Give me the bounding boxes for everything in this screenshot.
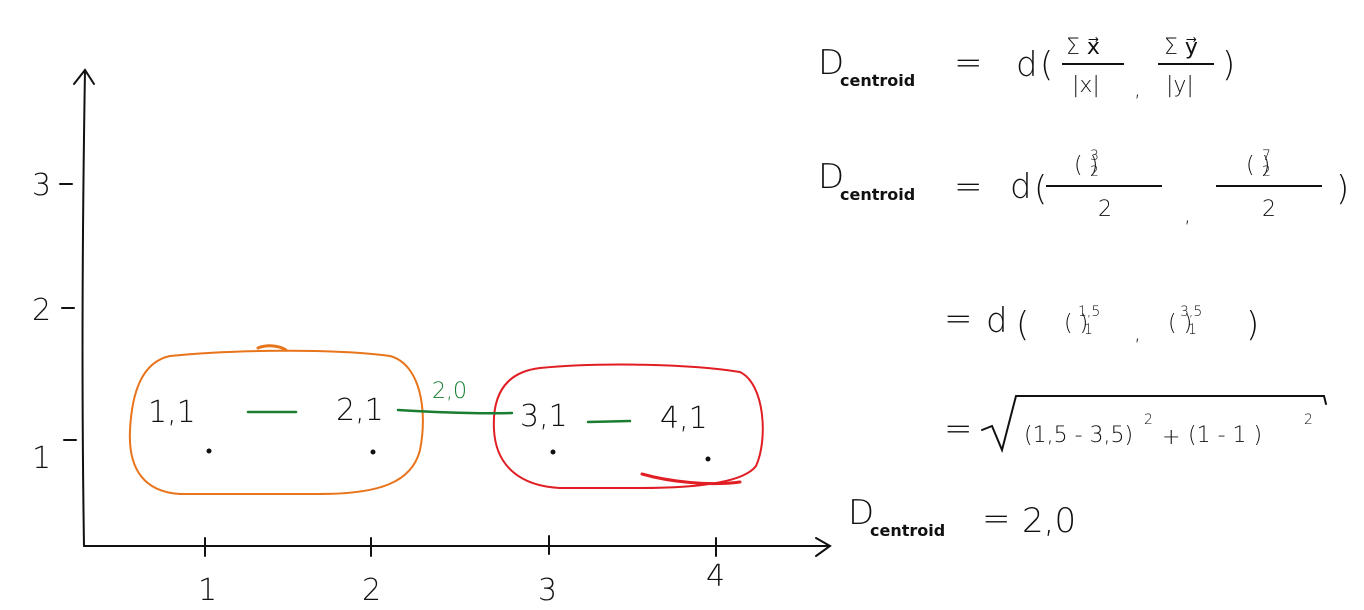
eq2-lhs: D bbox=[818, 157, 844, 197]
eq4-plus: + bbox=[1162, 425, 1180, 450]
eq3-vec-a-paren: ( ) bbox=[1064, 311, 1088, 336]
eq2-vec-b-top: 7 bbox=[1262, 148, 1271, 164]
point-label-1: 1,1 bbox=[148, 395, 196, 430]
eq2-vec-a-paren: ( ) bbox=[1074, 153, 1098, 178]
eq3-vec-b-top: 3,5 bbox=[1180, 304, 1202, 320]
eq1-den-b: |y| bbox=[1166, 73, 1194, 98]
eq3-equals: = bbox=[944, 299, 973, 339]
point-label-3: 3,1 bbox=[520, 399, 568, 434]
eq3-fn: d bbox=[986, 301, 1008, 341]
eq2-vec-a-top: 3 bbox=[1090, 148, 1099, 164]
y-tick-label-1: 1 bbox=[32, 441, 51, 476]
cluster-a-stroke-mark bbox=[256, 344, 288, 352]
eq1-sep: , bbox=[1134, 77, 1141, 102]
eq1-close-paren: ) bbox=[1222, 45, 1235, 85]
eq3-sep: , bbox=[1134, 321, 1141, 346]
y-axis bbox=[81, 69, 86, 547]
link-2-3 bbox=[396, 408, 514, 415]
point-label-2: 2,1 bbox=[336, 393, 384, 428]
eq1-num-b: Σ y⃗ bbox=[1164, 35, 1198, 60]
eq1-lhs: D bbox=[818, 43, 844, 83]
eq3-vec-b-paren: ( ) bbox=[1168, 311, 1192, 336]
eq3-vec-b-bot: 1 bbox=[1188, 322, 1197, 338]
eq3-vec-a-bot: 1 bbox=[1084, 322, 1093, 338]
cluster-b-outline bbox=[492, 363, 764, 489]
x-tick-label-4: 4 bbox=[706, 559, 725, 594]
y-axis-arrowhead bbox=[73, 68, 95, 85]
point-dot-1 bbox=[206, 448, 212, 454]
eq2-fn: d bbox=[1010, 167, 1032, 207]
eq1-fn: d bbox=[1016, 45, 1038, 85]
eq3-open-paren: ( bbox=[1016, 305, 1029, 345]
point-dot-3 bbox=[550, 449, 556, 455]
eq4-exp-a: 2 bbox=[1144, 412, 1153, 428]
eq2-vec-a-bot: 2 bbox=[1090, 164, 1099, 180]
point-dot-2 bbox=[370, 449, 376, 455]
y-tick-label-2: 2 bbox=[32, 293, 51, 328]
eq4-radicand-b: (1 - 1 ) bbox=[1188, 423, 1262, 448]
y-tick-label-3: 3 bbox=[32, 168, 51, 203]
eq1-den-a: |x| bbox=[1072, 73, 1100, 98]
eq2-sub: centroid bbox=[840, 185, 915, 204]
eq2-close-paren: ) bbox=[1336, 169, 1349, 209]
x-tick-label-2: 2 bbox=[362, 573, 381, 608]
cluster-a-outline bbox=[128, 349, 424, 495]
eq2-vec-b-paren: ( ) bbox=[1246, 153, 1270, 178]
eq3-vec-a-top: 1,5 bbox=[1078, 304, 1100, 320]
eq1-num-a: Σ x⃗ bbox=[1066, 35, 1100, 60]
point-dot-4 bbox=[705, 456, 711, 462]
plot bbox=[59, 68, 832, 557]
x-tick-label-3: 3 bbox=[538, 573, 557, 608]
eq2-sep: , bbox=[1184, 203, 1191, 228]
eq4-sqrt-sign bbox=[981, 395, 1327, 454]
eq5-sub: centroid bbox=[870, 521, 945, 540]
eq2-den-b: 2 bbox=[1262, 197, 1276, 222]
eq2-open-paren: ( bbox=[1034, 169, 1047, 209]
eq2-equals: = bbox=[954, 167, 983, 207]
link-3-4 bbox=[586, 419, 632, 424]
eq4-radicand-a: (1,5 - 3,5) bbox=[1024, 423, 1133, 448]
eq1-equals: = bbox=[954, 43, 983, 83]
x-tick-label-1: 1 bbox=[198, 573, 217, 608]
link-distance-label: 2,0 bbox=[432, 379, 467, 404]
eq4-exp-b: 2 bbox=[1304, 412, 1313, 428]
eq3-close-paren: ) bbox=[1246, 305, 1259, 345]
x-axis bbox=[83, 545, 831, 548]
x-axis-arrowhead bbox=[815, 537, 832, 557]
cluster-b-stroke-mark bbox=[640, 472, 742, 486]
eq5-equals: = bbox=[982, 499, 1011, 539]
eq5-result: 2,0 bbox=[1022, 501, 1076, 541]
eq1-sub: centroid bbox=[840, 71, 915, 90]
eq2-den-a: 2 bbox=[1098, 197, 1112, 222]
eq1-open-paren: ( bbox=[1040, 45, 1053, 85]
eq2-vec-b-bot: 2 bbox=[1262, 164, 1271, 180]
equations: D centroid = d ( Σ x⃗ |x| , Σ y⃗ |y| ) D… bbox=[818, 35, 1349, 541]
eq5-lhs: D bbox=[848, 493, 874, 533]
point-label-4: 4,1 bbox=[660, 401, 708, 436]
eq4-equals: = bbox=[944, 409, 973, 449]
